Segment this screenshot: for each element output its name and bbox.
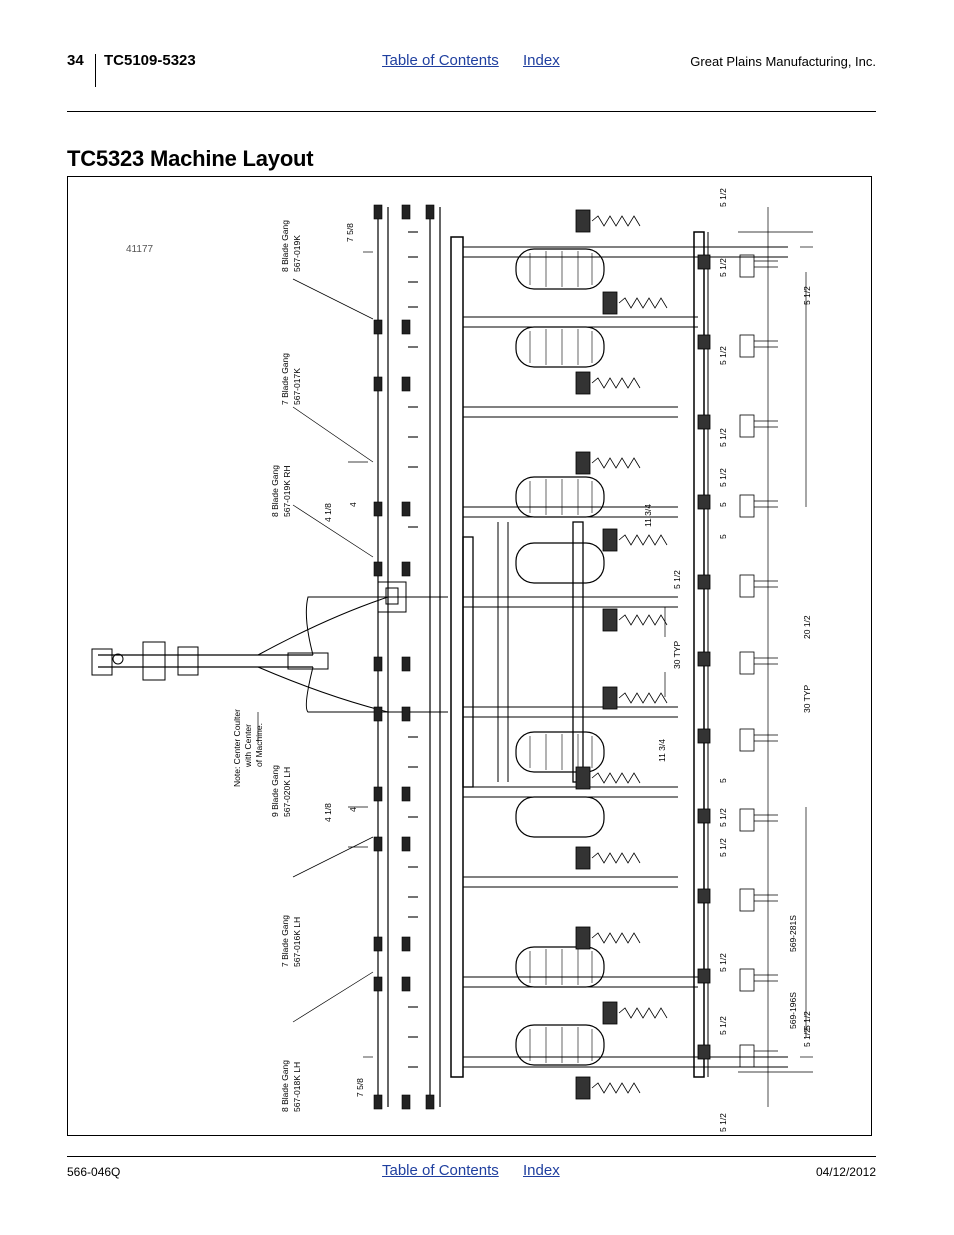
- dim-4-1-8-top: 4 1/8: [323, 503, 333, 522]
- dim-30-typ-right: 30 TYP: [802, 684, 812, 713]
- part-569-281s: 569-281S: [788, 915, 798, 952]
- dim-4-bottom: 4: [348, 807, 358, 812]
- header-rule: [67, 111, 876, 112]
- dim-5-1-2-col-6: 5 1/2: [718, 808, 728, 827]
- dim-11-3-4-bottom: 11 3/4: [657, 739, 667, 762]
- dim-5-1-2-col-2: 5 1/2: [718, 258, 728, 277]
- dim-5-1-2-col-3: 5 1/2: [718, 346, 728, 365]
- callout-9-blade-gang-020k-lh-part: 567-020K LH: [282, 767, 292, 817]
- dim-7-5-8-top: 7 5/8: [345, 223, 355, 242]
- dim-30-typ-mid: 30 TYP: [672, 640, 682, 669]
- dim-5-1-2-right-bottom: 5 1/2: [802, 1011, 812, 1030]
- callout-9-blade-gang-020k-lh-label: 9 Blade Gang: [270, 765, 280, 817]
- dim-5-a: 5: [718, 502, 728, 507]
- note-center-coulter-line3: of Machine.: [254, 723, 264, 767]
- dim-5-1-2-col-11: 5 1/2: [802, 1028, 812, 1047]
- footer-rule: [67, 1156, 876, 1157]
- dim-11-3-4-top: 11 3/4: [643, 504, 653, 527]
- machine-layout-drawing: 41177 8 Blade Gang 567-019K 7 Blade Gang…: [91, 188, 813, 1132]
- page-title: TC5323 Machine Layout: [67, 146, 314, 171]
- header-index-link[interactable]: Index: [523, 52, 560, 69]
- company-name: Great Plains Manufacturing, Inc.: [690, 54, 876, 69]
- header-divider: [95, 54, 96, 87]
- footer-index-link[interactable]: Index: [523, 1162, 560, 1179]
- dim-5-1-2-right-top: 5 1/2: [802, 286, 812, 305]
- figure-number: 41177: [126, 244, 154, 255]
- dim-5-1-2-col-7: 5 1/2: [718, 838, 728, 857]
- callout-7-blade-gang-017k-part: 567-017K: [292, 368, 302, 405]
- dim-5-1-2-col-5: 5 1/2: [718, 468, 728, 487]
- machine-layout-figure: 41177 8 Blade Gang 567-019K 7 Blade Gang…: [67, 176, 872, 1136]
- callout-8-blade-gang-018k-lh-label: 8 Blade Gang: [280, 1060, 290, 1112]
- dim-5-1-2-col-9: 5 1/2: [718, 1016, 728, 1035]
- model-title: TC5109-5323: [104, 52, 196, 69]
- callout-8-blade-gang-019k-part: 567-019K: [292, 235, 302, 272]
- dim-5-1-2-col-4: 5 1/2: [718, 428, 728, 447]
- note-center-coulter-line1: Note: Center Coulter: [232, 709, 242, 787]
- dim-5-1-2-mid: 5 1/2: [672, 570, 682, 589]
- dim-5-1-2-col-10: 5 1/2: [718, 1113, 728, 1132]
- dim-5-1-2-col-8: 5 1/2: [718, 953, 728, 972]
- part-569-196s: 569-196S: [788, 992, 798, 1029]
- dim-4-top: 4: [348, 502, 358, 507]
- callout-7-blade-gang-017k-label: 7 Blade Gang: [280, 353, 290, 405]
- dim-5-c: 5: [718, 778, 728, 783]
- dim-5-1-2-col-1: 5 1/2: [718, 188, 728, 207]
- callout-8-blade-gang-019k-rh-part: 567-019K RH: [282, 465, 292, 517]
- callout-8-blade-gang-019k-label: 8 Blade Gang: [280, 220, 290, 272]
- page-number: 34: [67, 52, 84, 69]
- footer-toc-link[interactable]: Table of Contents: [382, 1162, 499, 1179]
- header-toc-link[interactable]: Table of Contents: [382, 52, 499, 69]
- callout-7-blade-gang-016k-lh-part: 567-016K LH: [292, 917, 302, 967]
- dim-4-1-8-bottom: 4 1/8: [323, 803, 333, 822]
- dim-7-5-8-bottom: 7 5/8: [355, 1078, 365, 1097]
- note-center-coulter-line2: with Center: [243, 724, 253, 768]
- callout-8-blade-gang-018k-lh-part: 567-018K LH: [292, 1062, 302, 1112]
- publish-date: 04/12/2012: [815, 1165, 876, 1179]
- document-number: 566-046Q: [67, 1165, 121, 1179]
- callout-7-blade-gang-016k-lh-label: 7 Blade Gang: [280, 915, 290, 967]
- dim-20-1-2: 20 1/2: [802, 615, 812, 639]
- dim-5-b: 5: [718, 534, 728, 539]
- callout-8-blade-gang-019k-rh-label: 8 Blade Gang: [270, 465, 280, 517]
